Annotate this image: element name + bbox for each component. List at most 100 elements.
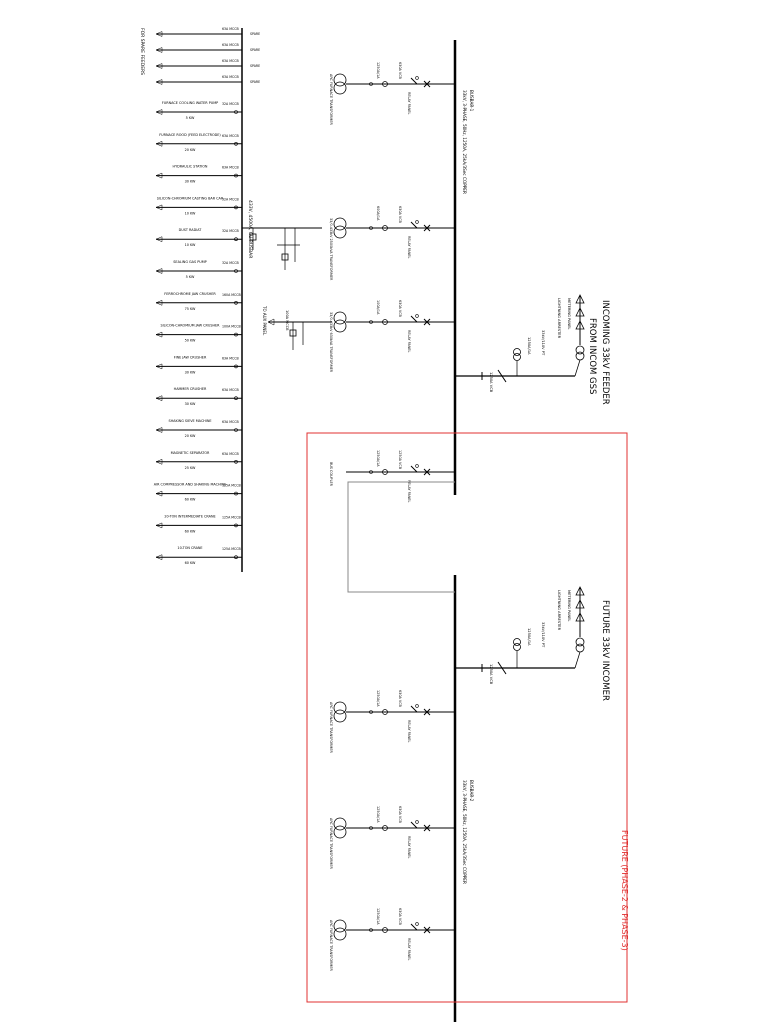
lv-feeder-name: FINE JAW CRUSHER: [174, 355, 207, 359]
hv-feeder-ct: 600A/1A: [376, 206, 380, 221]
lv-feeder-breaker: 63A MCCB: [222, 420, 239, 424]
busbar-1-tag: BUSBAR-1: [469, 90, 474, 112]
hv-feeder-relay: RELAY PANEL: [407, 938, 411, 960]
lv-section: 433V, 4500A, CU BUSBAR FOR SPARE FEEDERS…: [139, 27, 332, 572]
lv-feeder-rating: 10 KW: [185, 243, 196, 247]
incomer-1-meter: METERING PANEL: [567, 298, 571, 329]
busbar-2-label: 33kV, 3-PHASE, 50Hz, 1250A, 25kA/3Sec CO…: [462, 780, 467, 884]
hv-feeder-ct: 1250A/1A: [376, 806, 380, 823]
future-phase-box: [306, 432, 628, 1003]
lv-feeder-name: SILICON-CHROMIUM CASTING BAR CAR: [157, 196, 224, 200]
hv-feeder-vcb: 630A VCB: [398, 62, 402, 80]
lv-feeder-rating: 60 KW: [185, 561, 196, 565]
incomer-1-ct: 1250A/1A: [527, 337, 531, 355]
spare-feeder: 63A MCCB SPARE: [155, 59, 260, 69]
lv-feeder-rating: 20 KW: [185, 434, 196, 438]
lv-feeder-breaker: 125A MCCB: [222, 547, 241, 551]
lv-feeder-name: SILICON-CHROMIUM JAW CRUSHER: [160, 324, 220, 328]
future-phase-label: FUTURE (PHASE-2 & PHASE-3): [620, 830, 629, 951]
incomer-2: FUTURE 33kV INCOMER 1250A VCB 1250A/1A 3…: [455, 586, 610, 701]
hv-feeder-relay: RELAY PANEL: [407, 480, 411, 502]
lv-feeder-rating: 30 KW: [185, 370, 196, 374]
lv-feeder-name: MAGNETIC SEPARATOR: [171, 451, 210, 455]
hv-feeder-transformer: BUS COUPLER: [329, 462, 333, 487]
hv-feeder-vcb: 630A VCB: [398, 690, 402, 708]
incomer-1-breaker: [481, 369, 507, 383]
hv-feeder-transformer: 33/0.433kV 2500kVA TRANSFORMER: [329, 218, 333, 281]
hv-feeder-vcb: 630A VCB: [398, 206, 402, 224]
lv-feeder-breaker: 32A MCCB: [222, 229, 239, 233]
lv-feeder-name: 20-TON INTERMEDIATE CRANE: [164, 514, 215, 518]
busbar-1-label: 33kV, 3-PHASE, 50Hz, 1250A, 25kA/3Sec CO…: [462, 90, 467, 194]
lv-feeder-breaker: 63A MCCB: [222, 356, 239, 360]
hv-feeder-transformer: ARC FURNACE TRANSFORMER: [329, 702, 333, 753]
lv-feeder-rating: 5 KW: [186, 116, 195, 120]
lv-main-bus-label: 433V, 4500A, CU BUSBAR: [247, 200, 253, 258]
lv-feeder-rating: 50 KW: [185, 339, 196, 343]
hv-feeder-relay: RELAY PANEL: [407, 92, 411, 114]
hv-feeder-vcb: 630A VCB: [398, 300, 402, 318]
lv-feeder-rating: 30 KW: [185, 402, 196, 406]
hv-feeder-transformer: ARC FURNACE TRANSFORMER: [329, 920, 333, 971]
hv-feeder-ct: 1250A/1A: [376, 690, 380, 707]
lv-feeder-breaker: 160A MCCB: [222, 293, 241, 297]
incomer-2-title: FUTURE 33kV INCOMER: [600, 600, 610, 701]
hv-feeder-ct: 1250A/1A: [376, 908, 380, 925]
lv-feeder-breaker: 63A MCCB: [222, 134, 239, 138]
lv-feeder-breaker: 32A MCCB: [222, 102, 239, 106]
lv-feeder: 63A MCCB FINE JAW CRUSHER 30 KW: [155, 355, 242, 374]
incomer-1-title: INCOMING 33kV FEEDER: [600, 300, 610, 405]
lv-feeder-rating: 30 KW: [185, 180, 196, 184]
hv-feeder-list: 630A VCB 1250A/1A RELAY PANEL ARC FURNACE T…: [329, 62, 455, 971]
lv-feeder-breaker: 63A MCCB: [222, 452, 239, 456]
aux-feeder-breaker: 100A MCCB: [285, 310, 289, 331]
lv-feeder-breaker: 125A MCCB: [222, 515, 241, 519]
hv-feeder: 630A VCB 100A/1A RELAY PANEL 33/0.433kV 630…: [329, 300, 455, 373]
hv-feeder-transformer: 33/0.433kV 630kVA TRANSFORMER: [329, 312, 333, 373]
lv-feeder-rating: 10 KW: [185, 211, 196, 215]
lv-feeder-breaker: 63A MCCB: [222, 388, 239, 392]
lv-feeder-rating: 5 KW: [186, 275, 195, 279]
lv-feeder-rating: 20 KW: [185, 148, 196, 152]
aux-feeder-label: TO AUX PANEL: [262, 305, 267, 336]
lv-feeder-breaker: 32A MCCB: [222, 261, 239, 265]
lv-feeder-breaker: 32A MCCB: [222, 197, 239, 201]
hv-feeder-transformer: ARC FURNACE TRANSFORMER: [329, 74, 333, 125]
lv-feeder-rating: 25 KW: [185, 466, 196, 470]
spare-feeder-label: SPARE: [250, 64, 260, 68]
lv-feeder-name: 10-TON CRANE: [177, 546, 202, 550]
incomer-1-vcb: 1250A VCB: [489, 372, 493, 393]
spare-feeder-breaker: 63A MCCB: [222, 59, 239, 63]
lv-feeder-name: AIR COMPRESSOR AND SHAKING MACHINE: [154, 483, 226, 487]
lv-feeder-name: HAMMER CRUSHER: [174, 387, 207, 391]
hv-feeder-relay: RELAY PANEL: [407, 330, 411, 352]
lv-feeder-rating: 60 KW: [185, 498, 196, 502]
lv-feeder: 63A MCCB HAMMER CRUSHER 30 KW: [155, 387, 242, 406]
spare-feeder-breaker: 63A MCCB: [222, 75, 239, 79]
spare-feeder-label: SPARE: [250, 32, 260, 36]
incomer-1-la: LIGHTNING ARRESTER: [557, 298, 561, 339]
spare-feeder-note: FOR SPARE FEEDERS: [139, 28, 145, 75]
hv-feeder-ct: 100A/1A: [376, 300, 380, 315]
incomer-2-meter: METERING PANEL: [567, 590, 571, 621]
